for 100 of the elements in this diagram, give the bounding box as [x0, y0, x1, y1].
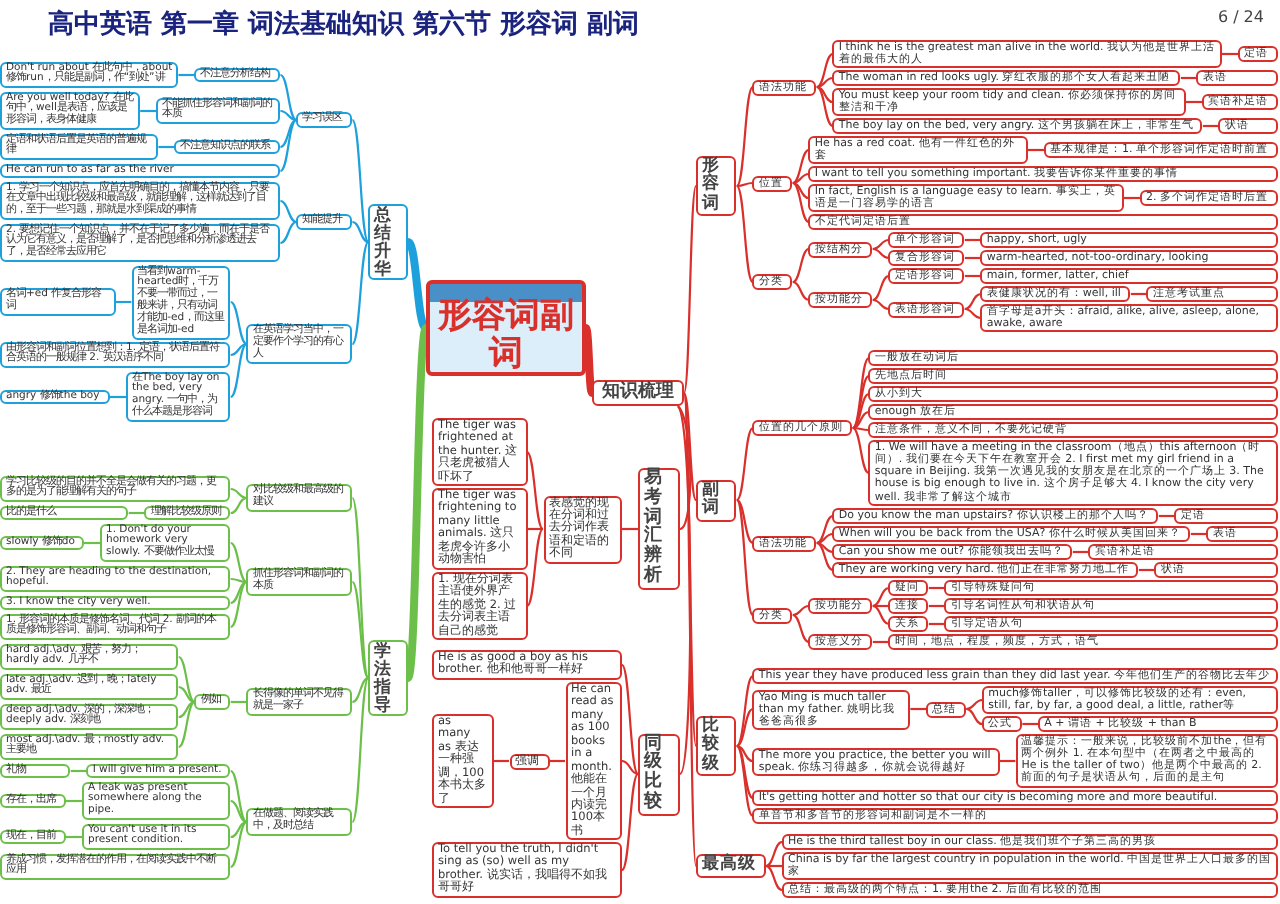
branch-line [351, 677, 370, 823]
branch-line [280, 109, 297, 122]
branch-line [852, 393, 870, 429]
topic-label: 最高级 [696, 854, 766, 878]
branch-line [816, 86, 834, 127]
branch-line [792, 182, 810, 223]
branch-line [351, 497, 370, 679]
branch-line [84, 541, 100, 545]
main-branch-line [404, 326, 430, 680]
page-number: 6 / 24 [1217, 8, 1264, 26]
topic-label: 形容词 [696, 155, 737, 217]
branch-line [852, 357, 870, 429]
branch-line [792, 149, 810, 184]
branch-line [872, 604, 890, 626]
branch-line [736, 499, 754, 544]
branch-line [964, 307, 981, 320]
branch-line [682, 392, 698, 747]
branch-line [66, 799, 82, 803]
branch-line [792, 280, 810, 302]
branch-line [230, 821, 248, 868]
branch-line [765, 865, 783, 891]
branch-line [676, 405, 692, 775]
topic-label: 知识梳理 [592, 380, 684, 406]
branch-line [622, 527, 638, 531]
topic-label: 易考词汇辨析 [638, 468, 680, 590]
branch-line [765, 841, 783, 867]
branch-line [352, 220, 369, 244]
branch-line [230, 820, 247, 839]
branch-line [872, 247, 889, 260]
branch-line [230, 342, 247, 357]
branch-line [792, 181, 810, 200]
branch-line [621, 773, 639, 871]
branch-line [526, 451, 544, 530]
branch-line [966, 698, 983, 711]
branch-line [816, 76, 833, 89]
topic-label: 同级比较 [638, 733, 680, 816]
page-title: 高中英语 第一章 词法基础知识 第六节 形容词 副词 [48, 7, 640, 42]
branch-line [110, 395, 126, 399]
branch-line [140, 109, 157, 113]
branch-line [1124, 196, 1140, 200]
branch-line [230, 799, 248, 824]
branch-line [816, 541, 833, 554]
branch-line [279, 119, 298, 172]
branch-line [736, 745, 754, 799]
branch-line [621, 759, 639, 776]
branch-line [351, 241, 370, 345]
branch-line [736, 427, 754, 501]
branch-line [279, 119, 297, 148]
branch-line [621, 664, 639, 775]
branch-line [230, 301, 248, 345]
branch-line [735, 499, 754, 616]
branch-line [178, 700, 195, 719]
branch-line [816, 515, 834, 544]
branch-line [682, 185, 698, 394]
branch-line [964, 292, 982, 311]
branch-line [736, 744, 754, 763]
topic-label: 副词 [696, 479, 737, 522]
branch-line [872, 298, 889, 311]
branch-line [230, 581, 248, 628]
branch-line [735, 86, 754, 187]
branch-line [736, 675, 754, 747]
branch-line [158, 145, 175, 149]
branch-line [230, 487, 247, 500]
main-branch-line [405, 239, 429, 331]
branch-line [677, 405, 692, 530]
branch-line [683, 392, 697, 501]
branch-line [230, 580, 248, 605]
branch-line [792, 248, 810, 283]
branch-line [1028, 148, 1044, 152]
main-branch-line [582, 326, 596, 395]
branch-line [910, 707, 927, 711]
branch-line [352, 677, 369, 703]
branch-line [872, 586, 890, 608]
branch-line [230, 542, 248, 583]
branch-line [966, 707, 983, 726]
branch-line [351, 119, 370, 243]
branch-line [816, 532, 833, 545]
branch-line [66, 835, 82, 839]
branch-line [816, 542, 834, 571]
branch-line [1022, 722, 1039, 726]
branch-line [1222, 52, 1238, 56]
central-topic-card: 形容词副词 [426, 280, 586, 376]
branch-line [178, 701, 196, 748]
branch-line [816, 53, 834, 88]
branch-line [178, 656, 196, 703]
branch-line [792, 614, 810, 643]
branch-line [526, 528, 544, 607]
branch-line [852, 375, 870, 429]
branch-line [872, 238, 889, 251]
branch-line [230, 496, 247, 515]
branch-line [178, 73, 195, 77]
topic-label: 学法指导 [368, 639, 408, 717]
branch-line [230, 770, 248, 823]
branch-line [230, 343, 248, 398]
branch-line [792, 604, 809, 617]
topic-label: 总结升华 [368, 203, 408, 281]
branch-line [280, 199, 297, 224]
branch-line [1186, 100, 1202, 104]
branch-line [735, 185, 754, 283]
branch-line [792, 172, 809, 185]
